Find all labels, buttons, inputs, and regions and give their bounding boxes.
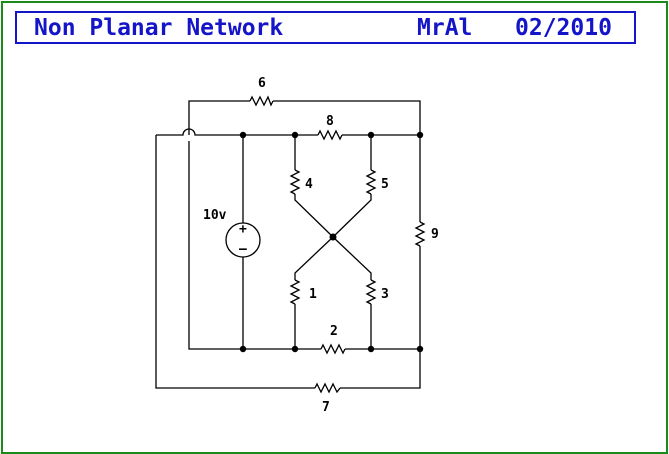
node-top-right — [416, 131, 424, 139]
wire-outer-loop — [188, 100, 421, 135]
node-bottom-r3 — [367, 345, 375, 353]
node-bottom-right — [416, 345, 424, 353]
wire-r3-diagonal — [332, 236, 372, 280]
resistor-9 — [414, 221, 426, 247]
title-banner: Non Planar Network MrAl 02/2010 — [15, 11, 636, 44]
label-r4: 4 — [305, 177, 313, 192]
label-r6: 6 — [258, 76, 266, 91]
resistor-3 — [365, 279, 377, 305]
label-r3: 3 — [381, 287, 389, 302]
label-r5: 5 — [381, 177, 389, 192]
resistor-6 — [249, 95, 274, 107]
diagram-title: Non Planar Network — [34, 15, 284, 41]
node-bottom-r1 — [291, 345, 299, 353]
node-bottom-source — [239, 345, 247, 353]
label-r2: 2 — [330, 324, 338, 339]
resistor-8 — [317, 129, 343, 141]
label-r1: 1 — [309, 287, 317, 302]
diagram-date: 02/2010 — [515, 15, 612, 41]
source-minus-sign: – — [239, 242, 247, 257]
wire-r1-diagonal — [294, 236, 334, 280]
author-name: MrAl — [417, 15, 473, 41]
wire-r5-diagonal — [332, 194, 372, 238]
resistor-7 — [314, 382, 341, 394]
source-plus-sign: + — [239, 222, 247, 237]
resistor-4 — [289, 169, 301, 195]
label-source-value: 10v — [203, 208, 227, 223]
node-top-r4 — [291, 131, 299, 139]
voltage-source-symbol — [225, 222, 261, 258]
node-center — [329, 233, 337, 241]
wire-left-loop — [155, 135, 421, 389]
node-top-r5 — [367, 131, 375, 139]
wire-crossover — [156, 128, 295, 350]
wire-r4-diagonal — [294, 194, 334, 238]
label-r8: 8 — [326, 114, 334, 129]
label-r9: 9 — [431, 227, 439, 242]
label-r7: 7 — [322, 400, 330, 415]
node-top-source — [239, 131, 247, 139]
resistor-2 — [320, 343, 346, 355]
junction-nodes — [239, 131, 424, 353]
resistor-1 — [289, 279, 301, 305]
resistor-5 — [365, 169, 377, 195]
